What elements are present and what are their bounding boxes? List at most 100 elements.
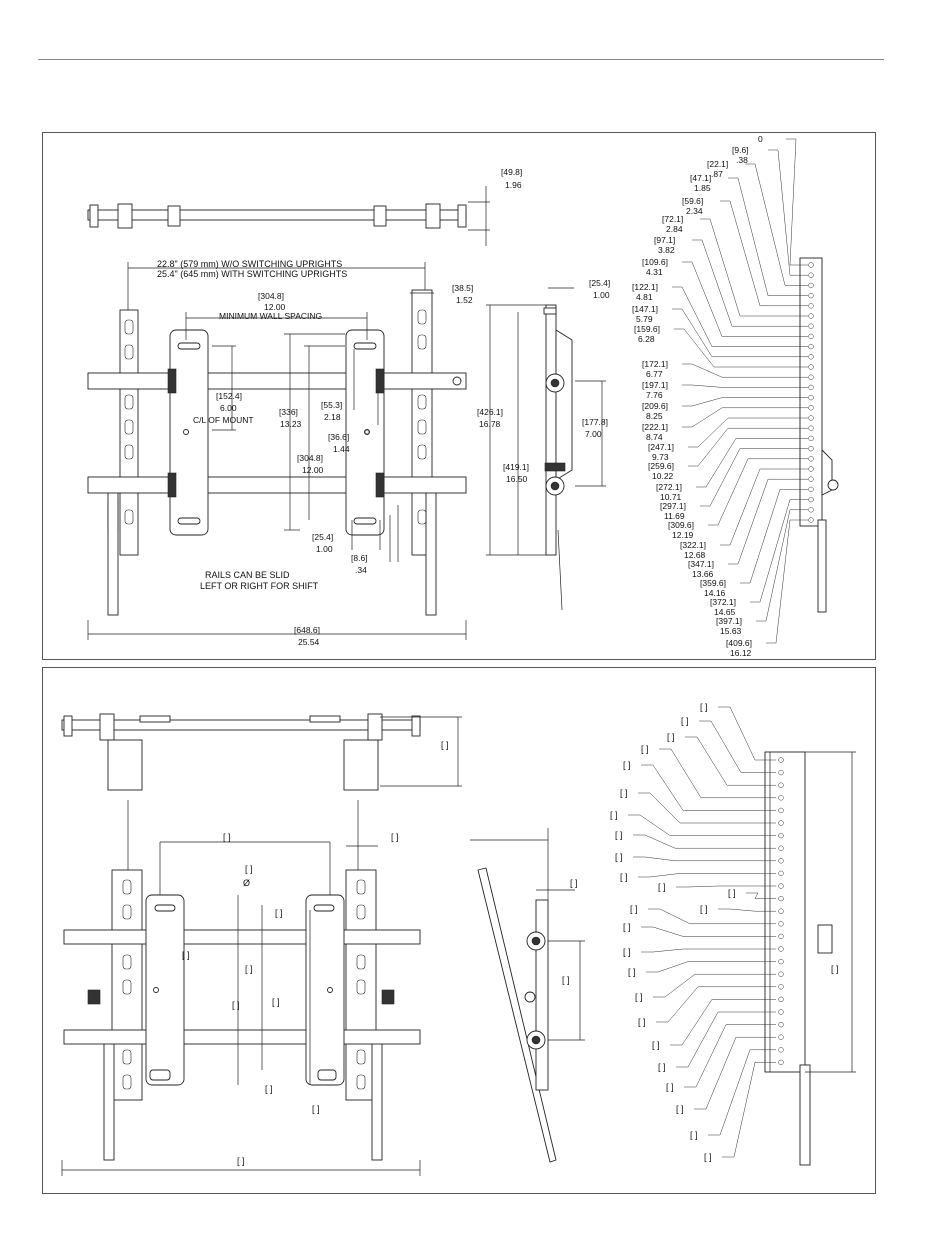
b254-mm: [25.4] <box>312 532 333 542</box>
hole-position-in: 8.25 <box>646 411 663 421</box>
top-view-rails <box>87 186 490 246</box>
wall-spacing-note: MINIMUM WALL SPACING <box>219 311 322 321</box>
bracket-leader-line <box>746 892 776 899</box>
hole-position-in: 6.77 <box>646 369 663 379</box>
mounting-hole <box>778 1009 784 1015</box>
hole-leader-line <box>682 363 808 378</box>
bracket-leader-line <box>641 764 776 811</box>
bracket-label: [ ] <box>562 975 570 985</box>
hole-position-mm: [122.1] <box>632 282 658 292</box>
bracket-leader-line <box>659 748 776 799</box>
bracket-leader-line <box>685 736 776 786</box>
h336-mm: [336] <box>279 407 298 417</box>
hole-position-mm: [109.6] <box>642 257 668 267</box>
side-h1-mm: [426.1] <box>477 407 503 417</box>
overall-in: 25.54 <box>298 637 320 647</box>
hole-leader-line <box>728 177 808 296</box>
hole-position-in: .87 <box>711 169 723 179</box>
hole-callouts: 0[9.6].38[22.1].87[47.1]1.85[59.6]2.34[7… <box>632 134 814 658</box>
overall-mm: [648.6] <box>294 625 320 635</box>
cl-mm: [152.4] <box>216 391 242 401</box>
hole-position-mm: [72.1] <box>662 214 683 224</box>
bracket-leader-line <box>722 1062 776 1158</box>
hole-position-mm: [359.6] <box>700 578 726 588</box>
mounting-hole <box>778 845 784 851</box>
hole-position-in: 12.68 <box>684 550 706 560</box>
bracket-leader-line <box>646 961 776 973</box>
bracket-label: [ ] <box>623 922 631 932</box>
bracket-leader-line <box>684 1024 776 1088</box>
mounting-hole <box>808 425 814 431</box>
hole-position-mm: [159.6] <box>634 324 660 334</box>
hole-position-mm: [47.1] <box>690 173 711 183</box>
bracket-label: [ ] <box>628 967 636 977</box>
mounting-hole <box>808 292 814 299</box>
bracket-leader-line <box>638 873 776 878</box>
side-h3-mm: [177.8] <box>582 417 608 427</box>
hole-position-in: 4.81 <box>636 292 653 302</box>
bracket-leader-line <box>628 814 776 836</box>
b254-in: 1.00 <box>316 544 333 554</box>
bracket-leader-line <box>718 908 776 912</box>
hole-leader-line <box>750 499 808 603</box>
hole-position-in: 14.16 <box>704 588 726 598</box>
drawing-panel-top <box>42 132 876 660</box>
mounting-hole <box>778 883 784 889</box>
bracket-label: [ ] <box>237 1156 245 1166</box>
hole-position-in: 14.65 <box>714 607 736 617</box>
side-depth-in: 1.00 <box>593 290 610 300</box>
hole-position-in: 13.66 <box>692 569 714 579</box>
hole-position-mm: [322.1] <box>680 540 706 550</box>
hole-position-mm: [9.6] <box>732 145 749 155</box>
bracket-label: [ ] <box>623 760 631 770</box>
bracket-label: [ ] <box>265 1084 273 1094</box>
hole-position-mm: [409.6] <box>726 638 752 648</box>
hole-leader-line <box>682 407 808 428</box>
hole-position-in: 9.73 <box>652 452 669 462</box>
hole-leader-line <box>728 478 808 565</box>
mounting-hole <box>808 445 814 452</box>
bracket-label: [ ] <box>391 832 399 842</box>
hole-position-in: 4.31 <box>646 267 663 277</box>
hole-leader-line <box>700 218 808 317</box>
mounting-hole <box>808 384 814 391</box>
hole-leader-line <box>682 261 808 337</box>
s366-mm: [36.6] <box>328 432 349 442</box>
width-note-2: 25.4" (645 mm) WITH SWITCHING UPRIGHTS <box>157 269 347 279</box>
hole-position-in: 5.79 <box>636 314 653 324</box>
hole-position-in: .38 <box>736 155 748 165</box>
hole-position-in: 6.28 <box>638 334 655 344</box>
bracket-label: [ ] <box>704 1152 712 1162</box>
s553-mm: [55.3] <box>321 400 342 410</box>
width-note-1: 22.8" (579 mm) W/O SWITCHING UPRIGHTS <box>157 259 342 269</box>
bracket-leader-line <box>676 885 776 888</box>
bracket-label: [ ] <box>635 992 643 1002</box>
hole-leader-line <box>672 308 808 358</box>
hole-position-mm: [259.6] <box>648 461 674 471</box>
mounting-hole <box>808 476 814 482</box>
hole-leader-line <box>720 200 808 307</box>
bracket-label: [ ] <box>570 878 578 888</box>
bracket-leader-line <box>670 999 776 1046</box>
bracket-label: [ ] <box>620 788 628 798</box>
mounting-hole <box>808 303 814 309</box>
hole-leader-line <box>682 384 808 388</box>
mounting-hole <box>808 394 814 401</box>
mounting-hole <box>808 282 814 289</box>
hole-position-in: 8.74 <box>646 432 663 442</box>
mounting-hole <box>778 908 784 914</box>
mounting-hole <box>808 343 814 350</box>
mounting-hole <box>778 832 784 839</box>
b86-in: .34 <box>355 565 367 575</box>
mounting-hole <box>778 820 784 826</box>
hole-position-mm: [347.1] <box>688 559 714 569</box>
hole-leader-line <box>720 468 808 546</box>
bracket-leader-line <box>641 926 776 937</box>
bracket-label: [ ] <box>700 702 708 712</box>
bracket-label: [ ] <box>667 732 675 742</box>
hole-leader-line <box>700 448 808 507</box>
hole-leader-line <box>672 286 808 347</box>
bracket-label: [ ] <box>615 852 623 862</box>
bracket-label: [ ] <box>275 908 283 918</box>
